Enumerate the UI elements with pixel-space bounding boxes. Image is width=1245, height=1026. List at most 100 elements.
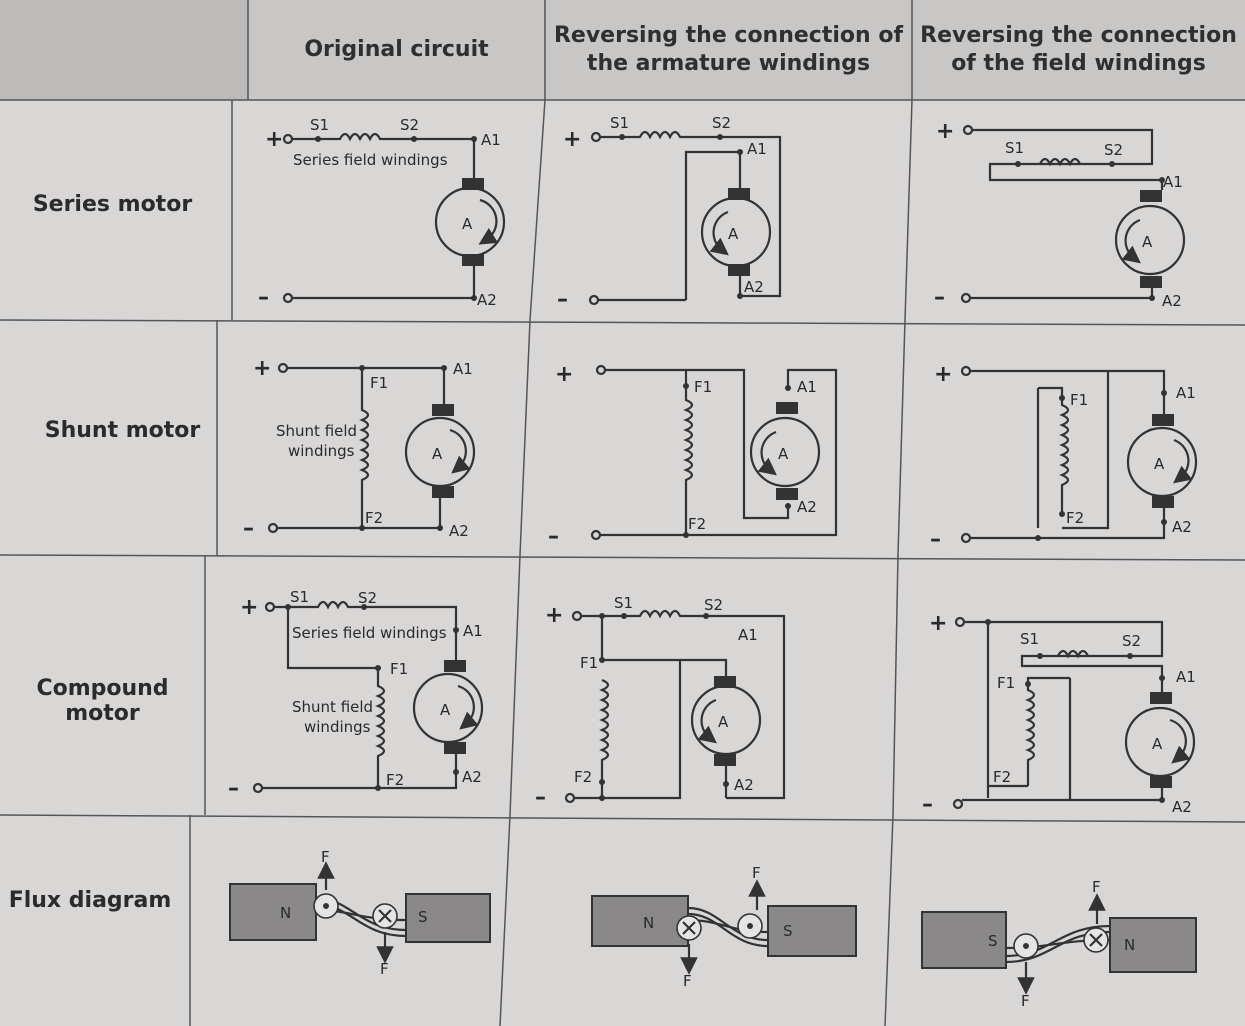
armature-label: A [1152, 735, 1163, 753]
s2-label: S2 [400, 116, 419, 134]
f1-label: F1 [580, 654, 598, 672]
south-pole [767, 905, 857, 957]
shunt-reversed-field: + A1 F1 F2 A A2 – [930, 362, 1198, 552]
force-label: F [321, 848, 330, 866]
armature-label: A [440, 701, 451, 719]
s1-label: S1 [610, 114, 629, 132]
force-label: F [1021, 992, 1030, 1010]
s1-label: S1 [290, 588, 309, 606]
armature-label: A [1142, 233, 1153, 251]
plus-terminal-label: + [934, 362, 952, 387]
armature-label: A [728, 225, 739, 243]
a1-label: A1 [1176, 668, 1196, 686]
armature-label: A [778, 445, 789, 463]
minus-terminal-label: – [243, 516, 254, 541]
minus-terminal-label: – [535, 785, 546, 810]
force-label: F [752, 864, 761, 882]
s1-label: S1 [1020, 630, 1039, 648]
a1-label: A1 [463, 622, 483, 640]
minus-terminal-label: – [228, 776, 239, 801]
compound-reversed-armature: + S1 S2 A1 F1 A A2 F2 – [535, 594, 786, 810]
compound-reversed-field: + S1 S2 A1 F1 F2 A A2 – [922, 611, 1196, 817]
series-original-circuit: + S1 S2 A1 Series field windings A – A2 [258, 116, 506, 310]
a1-label: A1 [453, 360, 473, 378]
plus-terminal-label: + [265, 127, 283, 152]
f2-label: F2 [1066, 509, 1084, 527]
north-label: N [643, 914, 654, 932]
s2-label: S2 [1104, 141, 1123, 159]
shunt-field-label-1: Shunt field [292, 698, 373, 716]
header-col3-line1: Reversing the connection [920, 23, 1237, 48]
f1-label: F1 [390, 660, 408, 678]
force-label: F [1092, 878, 1101, 896]
s2-label: S2 [1122, 632, 1141, 650]
f2-label: F2 [386, 771, 404, 789]
plus-terminal-label: + [545, 603, 563, 628]
series-field-label: Series field windings [293, 151, 448, 169]
a1-label: A1 [738, 626, 758, 644]
s1-label: S1 [310, 116, 329, 134]
north-label: N [1124, 936, 1135, 954]
south-label: S [418, 908, 428, 926]
south-pole [405, 893, 491, 943]
row-label-compound: Compound motor [36, 676, 169, 726]
minus-terminal-label: – [557, 287, 568, 312]
f2-label: F2 [365, 509, 383, 527]
armature-label: A [462, 215, 473, 233]
south-pole [921, 911, 1007, 969]
row-label-shunt: Shunt motor [44, 418, 201, 443]
force-label: F [380, 960, 389, 978]
shunt-original-circuit: + A1 F1 Shunt field windings A – F2 A2 [243, 356, 476, 541]
north-pole [229, 883, 317, 941]
force-label: F [683, 972, 692, 990]
plus-terminal-label: + [929, 611, 947, 636]
f2-label: F2 [688, 515, 706, 533]
flux-reversed-field: S N F F [921, 878, 1197, 1010]
header-col2-line2: the armature windings [586, 51, 871, 76]
flux-original: N S F F [229, 848, 491, 978]
a1-label: A1 [481, 131, 501, 149]
shunt-field-label-1: Shunt field [276, 422, 357, 440]
header-col3-line2: of the field windings [951, 51, 1206, 76]
north-label: N [280, 904, 291, 922]
a2-label: A2 [462, 768, 482, 786]
a2-label: A2 [734, 776, 754, 794]
f1-label: F1 [694, 378, 712, 396]
plus-terminal-label: + [253, 356, 271, 381]
minus-terminal-label: – [548, 524, 559, 549]
shunt-field-label-2: windings [304, 718, 371, 736]
a2-label: A2 [797, 498, 817, 516]
series-reversed-armature: + S1 S2 A1 A A2 – [557, 114, 782, 312]
north-pole [591, 895, 689, 947]
header-reverse-field: Reversing the connection of the field wi… [912, 0, 1245, 100]
header-original-circuit: Original circuit [248, 0, 545, 100]
armature-label: A [432, 445, 443, 463]
south-label: S [783, 922, 793, 940]
f2-label: F2 [993, 768, 1011, 786]
minus-terminal-label: – [258, 285, 269, 310]
a2-label: A2 [1162, 292, 1182, 310]
plus-terminal-label: + [936, 119, 954, 144]
f1-label: F1 [1070, 391, 1088, 409]
header-col1-text: Original circuit [304, 37, 489, 62]
flux-reversed-armature: N S F F [591, 864, 857, 990]
s1-label: S1 [1005, 139, 1024, 157]
armature-label: A [718, 713, 729, 731]
s2-label: S2 [712, 114, 731, 132]
series-reversed-field: + S1 S2 A1 A – A2 [934, 119, 1186, 310]
compound-original-circuit: + S1 S2 A1 Series field windings F1 Shun… [228, 588, 484, 801]
f2-label: F2 [574, 768, 592, 786]
plus-terminal-label: + [563, 127, 581, 152]
south-label: S [988, 932, 998, 950]
a1-label: A1 [1163, 173, 1183, 191]
f1-label: F1 [997, 674, 1015, 692]
a1-label: A1 [1176, 384, 1196, 402]
a2-label: A2 [744, 278, 764, 296]
s2-label: S2 [358, 589, 377, 607]
shunt-reversed-armature: + F1 A1 A A2 – F2 [548, 362, 838, 549]
minus-terminal-label: – [930, 527, 941, 552]
minus-terminal-label: – [934, 285, 945, 310]
row-label-series: Series motor [32, 192, 193, 217]
